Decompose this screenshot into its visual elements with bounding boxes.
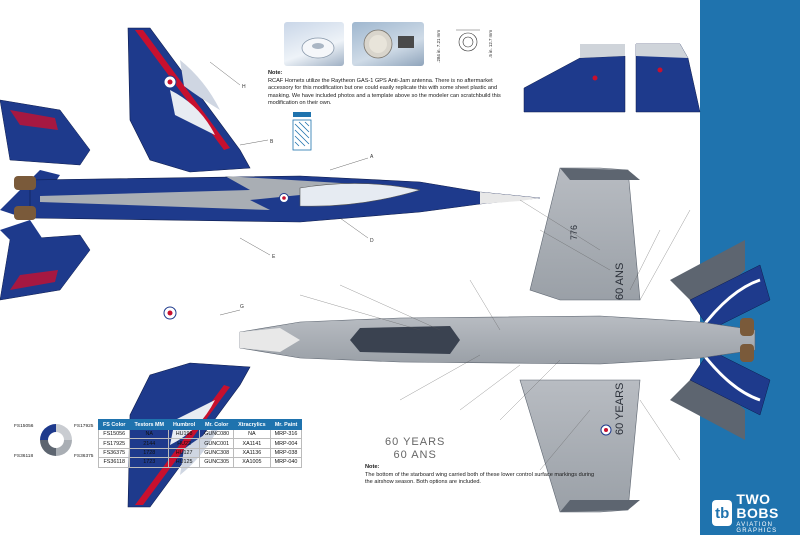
table-cell: HU125 (168, 457, 201, 468)
antenna-note-text: RCAF Hornets utilize the Raytheon GAS-1 … (268, 77, 501, 107)
table-cell: MRP-004 (269, 438, 303, 449)
paint-color-table: FS Color Testors MM Humbrol Mr. Color Xt… (97, 419, 303, 468)
callout-e: E (272, 254, 276, 260)
fs-label-17925: FS17925 (74, 424, 94, 429)
fs-label-15056: FS15056 (14, 424, 34, 429)
table-cell: GUNC080 (199, 428, 235, 440)
table-header: Mr. Color (199, 419, 235, 430)
anniversary-line-2: 60 ANS (393, 449, 437, 462)
table-cell: GUNC308 (199, 447, 235, 459)
antenna-photo-2 (352, 22, 424, 66)
table-row: FS36118 1723 HU125 GUNC305 XA1005 MRP-04… (97, 457, 303, 468)
brand-name: TWO BOBS (736, 491, 779, 521)
antenna-note: Note: RCAF Hornets utilize the Raytheon … (268, 70, 508, 108)
table-cell: MRP-040 (269, 457, 303, 468)
table-header: Humbrol (168, 419, 201, 430)
table-header: Mr. Paint (269, 419, 303, 430)
dimension-label-1: .284 in. 7.21 mm (436, 30, 441, 63)
table-cell: XA1005 (233, 457, 271, 468)
fs-label-36118: FS36118 (14, 454, 34, 459)
bottom-view-aircraft (239, 167, 771, 513)
brand-mark: tb (712, 500, 733, 526)
table-cell: GUNC305 (199, 457, 235, 468)
table-cell: FS17925 (97, 438, 131, 449)
table-header: FS Color (97, 419, 131, 430)
antenna-photo-1 (284, 22, 344, 66)
table-cell: XA1141 (233, 438, 271, 449)
table-header-row: FS Color Testors MM Humbrol Mr. Color Xt… (97, 419, 303, 430)
antenna-note-title: Note: (268, 70, 283, 76)
antenna-diagram (456, 29, 480, 52)
table-cell: FS15056 (97, 428, 131, 440)
antenna-template (292, 112, 312, 151)
table-cell: FS36118 (97, 457, 131, 468)
callout-leaders (209, 61, 369, 316)
fs-color-swatch (40, 424, 72, 456)
wing-marking-note: Note: The bottom of the starboard wing c… (365, 464, 595, 487)
table-cell: HU127 (168, 447, 201, 459)
callout-a: A (370, 154, 374, 160)
table-cell: HU198 (168, 428, 201, 440)
wing-marking-note-title: Note: (365, 464, 380, 470)
table-cell: MRP-316 (269, 428, 303, 440)
callout-d: D (370, 238, 374, 244)
brand-logo: tb TWO BOBS AVIATION GRAPHICS (712, 492, 800, 534)
table-cell: 1723 (129, 457, 170, 468)
table-row: FS15056 NA HU198 GUNC080 NA MRP-316 (97, 428, 303, 440)
brand-subtitle: AVIATION GRAPHICS (736, 522, 778, 534)
table-header: Testors MM (129, 419, 170, 430)
callout-h: H (242, 84, 246, 90)
dimension-label-2: .5 in. 12.7 mm (488, 30, 493, 58)
table-cell: NA (129, 428, 170, 440)
wing-fold-panels (523, 43, 701, 113)
table-cell: HU22 (168, 438, 201, 449)
table-cell: MRP-038 (269, 447, 303, 459)
table-header: Xtracrylics (233, 419, 271, 430)
table-row: FS17925 2144 HU22 GUNC001 XA1141 MRP-004 (97, 438, 303, 449)
wing-text-60-ans: 60 ANS (614, 263, 626, 300)
wing-marking-note-text: The bottom of the starboard wing carried… (365, 471, 595, 486)
table-cell: GUNC001 (199, 438, 235, 449)
table-cell: 1728 (129, 447, 170, 459)
table-row: FS36375 1728 HU127 GUNC308 XA1136 MRP-03… (97, 447, 303, 459)
callout-g: G (240, 304, 244, 310)
anniversary-line-1: 60 YEARS (385, 436, 446, 448)
table-cell: XA1136 (233, 447, 271, 459)
wing-text-60-years: 60 YEARS (614, 383, 626, 435)
callout-b: B (270, 139, 274, 145)
anniversary-text: 60 YEARS 60 ANS (385, 436, 445, 462)
aircraft-number: 776 (569, 225, 579, 240)
fs-label-36375: FS36375 (74, 454, 94, 459)
table-cell: FS36375 (97, 447, 131, 459)
table-cell: 2144 (129, 438, 170, 449)
table-cell: NA (233, 428, 271, 440)
